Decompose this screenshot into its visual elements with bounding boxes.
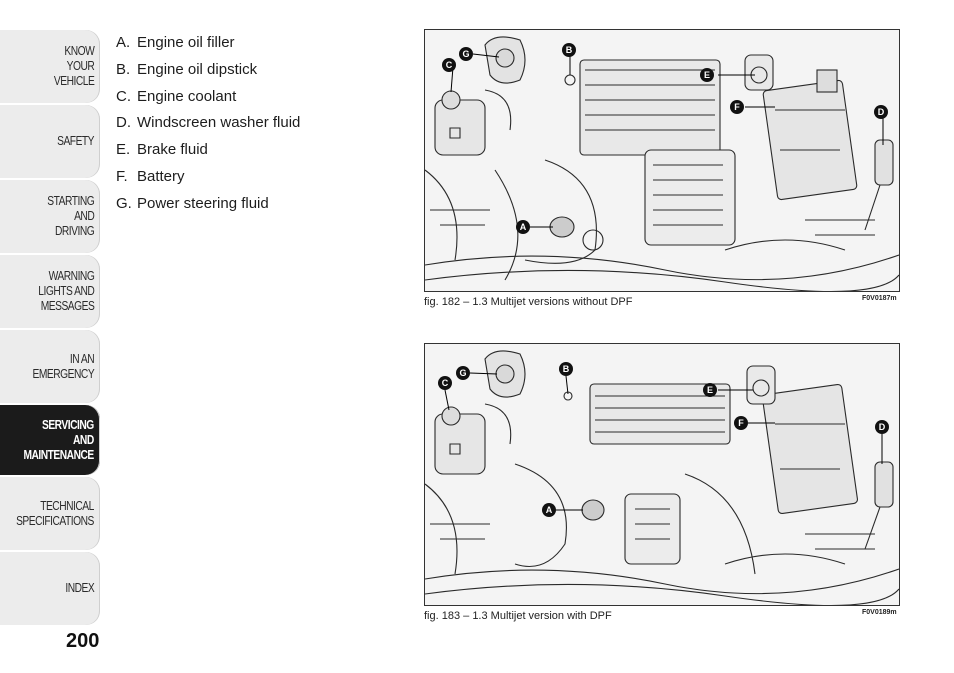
marker-b: B [562, 43, 576, 57]
tab-label: SAFETY [57, 134, 94, 148]
figure-code: F0V0189m [862, 609, 897, 616]
component-legend: A.Engine oil filler B.Engine oil dipstic… [116, 30, 300, 218]
marker-f: F [734, 416, 748, 430]
svg-text:B: B [563, 364, 570, 374]
tab-label: KNOW YOUR VEHICLE [53, 44, 95, 88]
svg-text:E: E [707, 385, 713, 395]
marker-f: F [730, 100, 744, 114]
svg-text:E: E [704, 70, 710, 80]
tab-in-an-emergency[interactable]: IN AN EMERGENCY [0, 330, 100, 403]
svg-text:A: A [520, 222, 527, 232]
svg-text:G: G [462, 49, 469, 59]
tab-safety[interactable]: SAFETY [0, 105, 100, 178]
page-number: 200 [66, 630, 100, 652]
svg-text:D: D [879, 422, 886, 432]
marker-g: G [456, 366, 470, 380]
tab-label: INDEX [65, 581, 94, 595]
marker-d: D [875, 420, 889, 434]
legend-item: G.Power steering fluid [116, 194, 269, 212]
legend-item: A.Engine oil filler [116, 34, 235, 51]
marker-g: G [459, 47, 473, 61]
marker-a: A [516, 220, 530, 234]
svg-text:C: C [442, 378, 449, 388]
svg-text:B: B [566, 45, 573, 55]
tab-index[interactable]: INDEX [0, 552, 100, 625]
legend-item: D.Windscreen washer fluid [116, 114, 301, 132]
tab-warning-lights[interactable]: WARNING LIGHTS AND MESSAGES [0, 255, 100, 328]
tab-know-your-vehicle[interactable]: KNOW YOUR VEHICLE [0, 30, 100, 103]
tab-label: STARTING AND DRIVING [47, 194, 94, 238]
tab-label: WARNING LIGHTS AND MESSAGES [37, 269, 95, 313]
marker-e: E [700, 68, 714, 82]
tab-servicing-and-maintenance[interactable]: SERVICING AND MAINTENANCE [0, 405, 100, 475]
marker-c: C [442, 58, 456, 72]
legend-item: F.Battery [116, 167, 185, 185]
legend-item: B.Engine oil dipstick [116, 60, 258, 78]
engine-bay-figure-without-dpf: G C B E F D A [424, 29, 900, 292]
svg-text:A: A [546, 505, 553, 515]
marker-c: C [438, 376, 452, 390]
marker-a: A [542, 503, 556, 517]
tab-label: SERVICING AND MAINTENANCE [23, 417, 95, 462]
figure-code: F0V0187m [862, 295, 897, 302]
figure-caption: fig. 182 – 1.3 Multijet versions without… [424, 296, 633, 308]
marker-d: D [874, 105, 888, 119]
svg-text:F: F [738, 418, 744, 428]
svg-text:C: C [446, 60, 453, 70]
svg-text:D: D [878, 107, 885, 117]
engine-bay-drawing: G C B E F D A [425, 36, 899, 291]
marker-e: E [703, 383, 717, 397]
svg-text:G: G [459, 368, 466, 378]
svg-text:F: F [734, 102, 740, 112]
tab-label: TECHNICAL SPECIFICATIONS [16, 498, 94, 528]
legend-item: E.Brake fluid [116, 141, 208, 159]
tab-label: IN AN EMERGENCY [32, 351, 94, 381]
tab-technical-specifications[interactable]: TECHNICAL SPECIFICATIONS [0, 477, 100, 550]
legend-item: C.Engine coolant [116, 87, 237, 105]
marker-b: B [559, 362, 573, 376]
engine-bay-drawing: G C B E F D A [425, 350, 899, 605]
engine-bay-figure-with-dpf: G C B E F D A [424, 343, 900, 606]
tab-starting-and-driving[interactable]: STARTING AND DRIVING [0, 180, 100, 253]
figure-caption: fig. 183 – 1.3 Multijet version with DPF [424, 610, 612, 622]
